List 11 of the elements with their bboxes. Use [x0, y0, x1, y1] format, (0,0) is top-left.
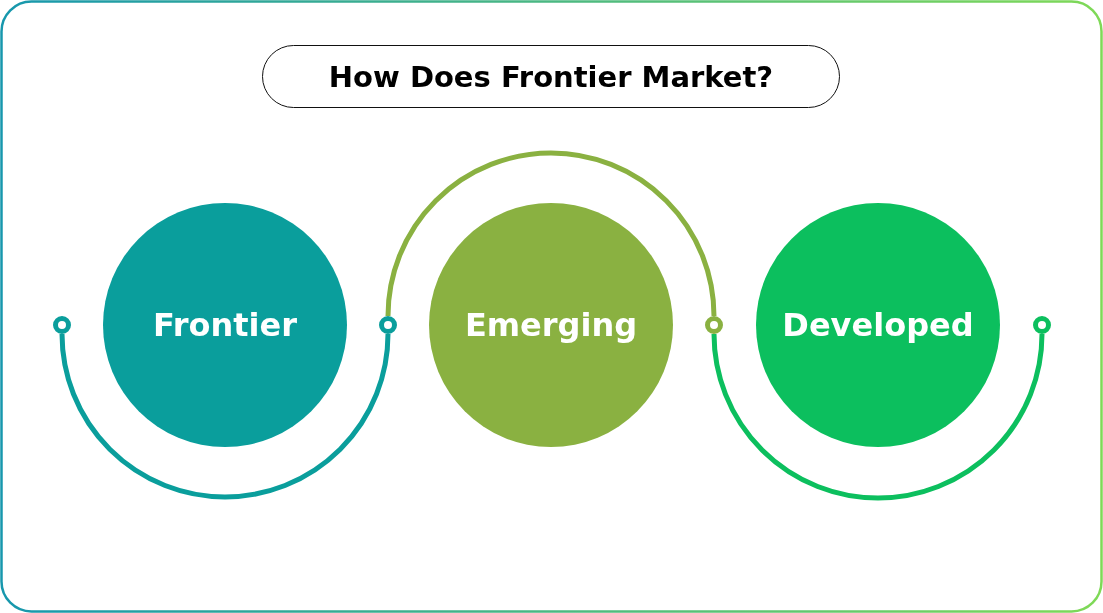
node-label: Frontier: [152, 306, 298, 344]
node-label: Emerging: [464, 306, 638, 344]
title-banner: How Does Frontier Market?: [262, 45, 840, 108]
ring-node: [1033, 316, 1051, 334]
ring-node: [705, 316, 723, 334]
arc-connector: [59, 333, 391, 500]
arc-connector: [711, 333, 1045, 501]
arc-connector: [385, 150, 717, 317]
node-label: Developed: [782, 306, 974, 344]
ring-node: [53, 316, 71, 334]
ring-node: [379, 316, 397, 334]
